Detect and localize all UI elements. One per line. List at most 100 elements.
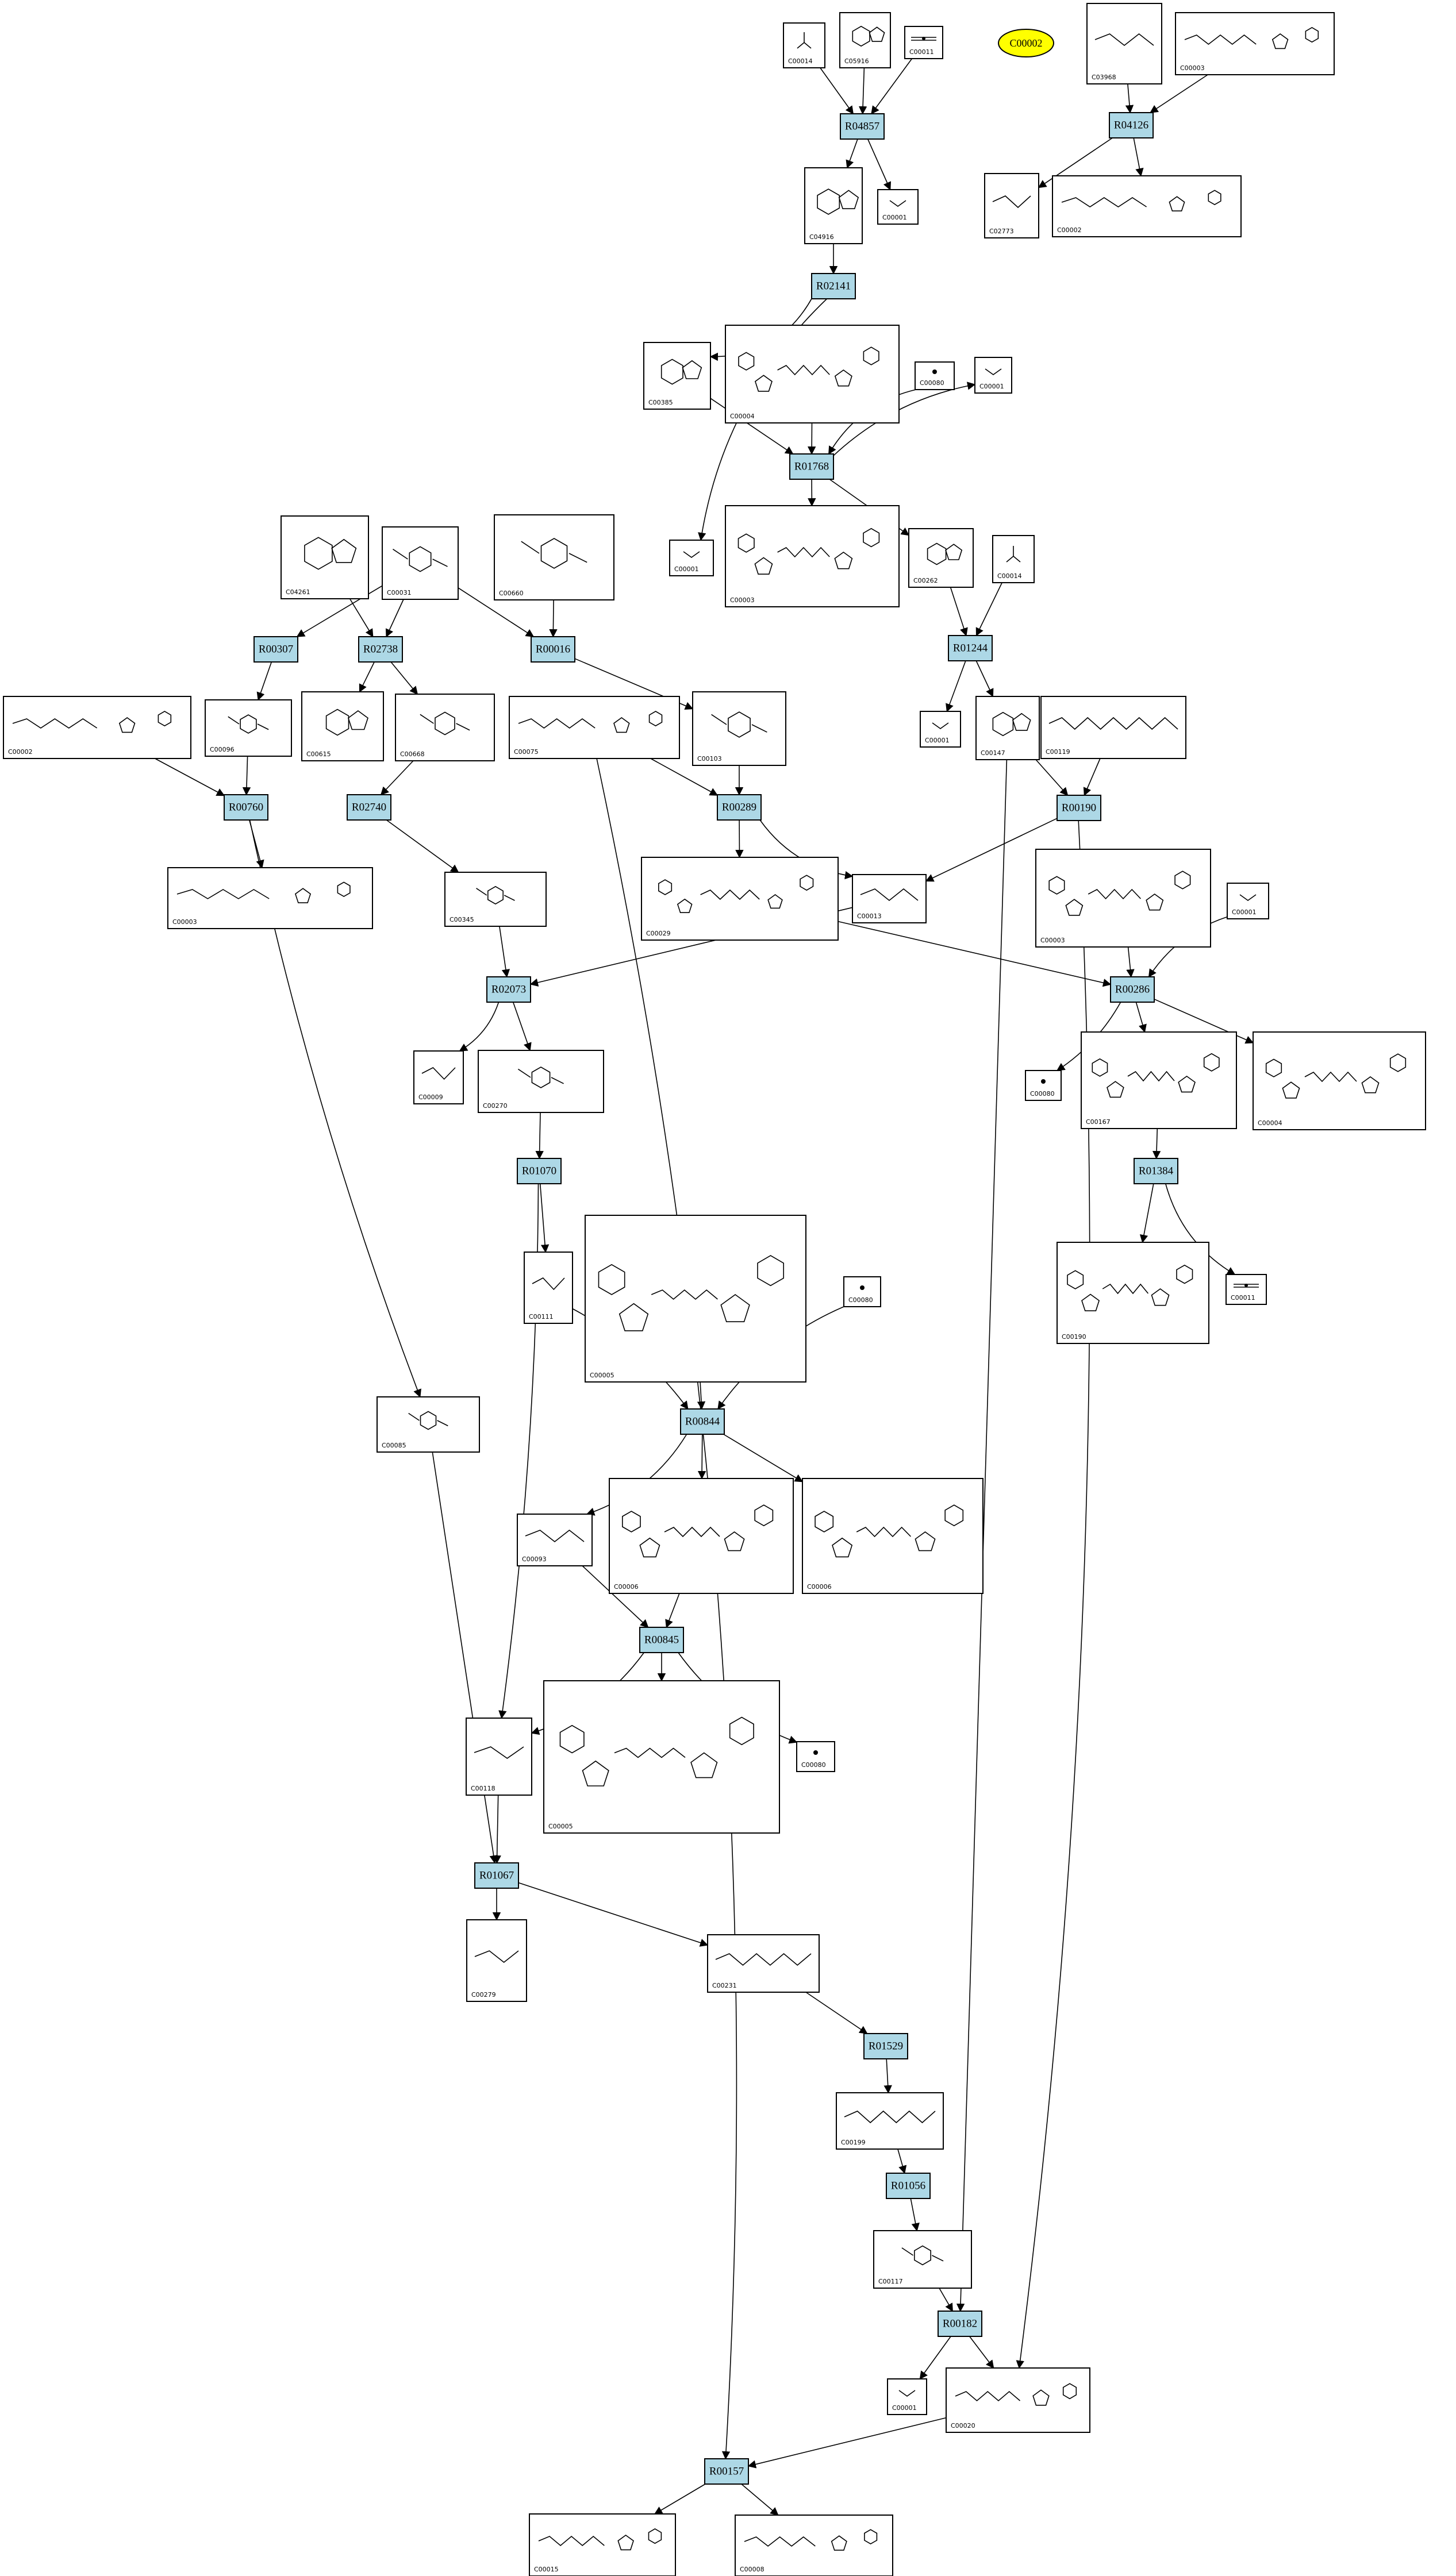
compound-node[interactable]: C00001 [974, 357, 1012, 394]
reaction-node[interactable]: R01244 [948, 635, 993, 661]
compound-node[interactable]: C00031 [382, 526, 459, 600]
reaction-node[interactable]: R01067 [474, 1862, 519, 1889]
compound-node[interactable]: C00001 [920, 711, 961, 748]
compound-id-label: C00345 [450, 916, 474, 923]
compound-node[interactable]: C00014 [992, 535, 1035, 583]
reaction-node[interactable]: R02073 [486, 976, 531, 1003]
edge-arrow [820, 67, 854, 115]
reaction-node[interactable]: R00845 [639, 1627, 684, 1653]
reaction-box [253, 636, 298, 663]
compound-node[interactable]: C00385 [643, 342, 711, 410]
compound-node[interactable]: C00003 [725, 505, 900, 607]
reaction-node[interactable]: R04857 [840, 113, 885, 140]
compound-node[interactable]: C00117 [873, 2230, 972, 2289]
reaction-box [789, 453, 834, 480]
compound-node[interactable]: C00093 [517, 1514, 593, 1566]
compound-node[interactable]: C00002 [3, 696, 191, 759]
compound-node[interactable]: C00002 [1052, 175, 1242, 237]
compound-box [494, 514, 614, 600]
compound-node[interactable]: C00279 [466, 1919, 527, 2002]
compound-node[interactable]: C00167 [1081, 1031, 1237, 1129]
special-node[interactable]: C00002 [998, 29, 1054, 57]
reaction-node[interactable]: R02740 [347, 794, 391, 821]
compound-node[interactable]: C00009 [413, 1050, 464, 1104]
compound-node[interactable]: C00003 [1175, 12, 1335, 75]
compound-node[interactable]: C00118 [466, 1718, 532, 1796]
reaction-node[interactable]: R00182 [938, 2311, 982, 2337]
compound-node[interactable]: C00001 [887, 2378, 927, 2415]
compound-node[interactable]: C00029 [641, 857, 839, 941]
compound-node[interactable]: C04261 [281, 515, 369, 599]
reaction-node[interactable]: R01056 [886, 2173, 931, 2199]
edge-arrow [950, 587, 968, 637]
compound-node[interactable]: C00080 [843, 1276, 881, 1307]
compound-node[interactable]: C00096 [205, 699, 292, 757]
reaction-node[interactable]: R00307 [253, 636, 298, 663]
compound-node[interactable]: C05916 [839, 12, 891, 68]
compound-id-label: C00001 [1232, 908, 1257, 916]
compound-node[interactable]: C00014 [783, 22, 825, 68]
compound-node[interactable]: C00080 [1025, 1070, 1062, 1101]
compound-node[interactable]: C00190 [1057, 1242, 1209, 1344]
compound-node[interactable]: C00001 [669, 540, 714, 576]
edge-arrow [1154, 999, 1254, 1044]
compound-node[interactable]: C00262 [908, 528, 974, 588]
compound-node[interactable]: C04916 [804, 167, 863, 244]
compound-box [395, 694, 495, 761]
reaction-node[interactable]: R00157 [704, 2458, 749, 2485]
reaction-node[interactable]: R00190 [1057, 795, 1101, 821]
reaction-node[interactable]: R02738 [358, 636, 403, 663]
compound-node[interactable]: C00345 [444, 872, 547, 927]
compound-node[interactable]: C00080 [915, 361, 955, 390]
reaction-node[interactable]: R01529 [863, 2033, 908, 2059]
compound-node[interactable]: C00660 [494, 514, 614, 600]
compound-node[interactable]: C00615 [301, 691, 384, 761]
compound-node[interactable]: C00001 [1227, 883, 1269, 919]
edge-arrow [582, 1565, 649, 1628]
compound-node[interactable]: C00005 [543, 1680, 780, 1834]
compound-node[interactable]: C00011 [1226, 1274, 1267, 1305]
reaction-node[interactable]: R00016 [531, 636, 575, 663]
compound-box [873, 2230, 972, 2289]
compound-node[interactable]: C00015 [529, 2513, 676, 2576]
compound-node[interactable]: C00004 [725, 325, 900, 423]
compound-id-label: C00008 [740, 2566, 765, 2573]
compound-node[interactable]: C00147 [975, 696, 1040, 760]
edge-arrow [741, 2483, 779, 2516]
compound-box [836, 2092, 944, 2150]
compound-node[interactable]: C00103 [692, 691, 786, 766]
compound-node[interactable]: C00008 [735, 2515, 893, 2576]
compound-node[interactable]: C00199 [836, 2092, 944, 2150]
compound-node[interactable]: C00005 [585, 1215, 806, 1383]
compound-node[interactable]: C00006 [609, 1478, 794, 1594]
compound-node[interactable]: C00668 [395, 694, 495, 761]
compound-node[interactable]: C03968 [1086, 3, 1162, 84]
compound-node[interactable]: C00075 [509, 696, 680, 759]
compound-node[interactable]: C00004 [1253, 1031, 1426, 1130]
reaction-node[interactable]: R02141 [811, 273, 856, 299]
compound-node[interactable]: C02773 [984, 173, 1039, 238]
compound-node[interactable]: C00111 [524, 1252, 573, 1324]
reaction-node[interactable]: R00289 [717, 794, 762, 821]
compound-node[interactable]: C00085 [377, 1396, 480, 1453]
reaction-node[interactable]: R00760 [224, 794, 268, 821]
reaction-node[interactable]: R00844 [680, 1408, 725, 1435]
reaction-id-label: R02738 [363, 644, 398, 656]
reaction-node[interactable]: R00286 [1110, 976, 1155, 1003]
compound-node[interactable]: C00003 [167, 867, 373, 929]
compound-node[interactable]: C00006 [802, 1478, 984, 1594]
compound-node[interactable]: C00119 [1040, 696, 1186, 759]
compound-node[interactable]: C00013 [852, 874, 927, 923]
reaction-node[interactable]: R01384 [1134, 1158, 1178, 1184]
reaction-node[interactable]: R01070 [517, 1158, 562, 1184]
compound-node[interactable]: C00270 [478, 1050, 604, 1113]
reaction-node[interactable]: R01768 [789, 453, 834, 480]
compound-node[interactable]: C00020 [946, 2367, 1090, 2433]
reaction-node[interactable]: R04126 [1109, 112, 1154, 138]
compound-node[interactable]: C00011 [904, 26, 943, 59]
compound-node[interactable]: C00003 [1035, 849, 1211, 948]
compound-node[interactable]: C00001 [877, 189, 919, 225]
compound-node[interactable]: C00080 [796, 1741, 835, 1772]
compound-id-label: C00190 [1062, 1333, 1086, 1341]
compound-node[interactable]: C00231 [707, 1934, 820, 1993]
